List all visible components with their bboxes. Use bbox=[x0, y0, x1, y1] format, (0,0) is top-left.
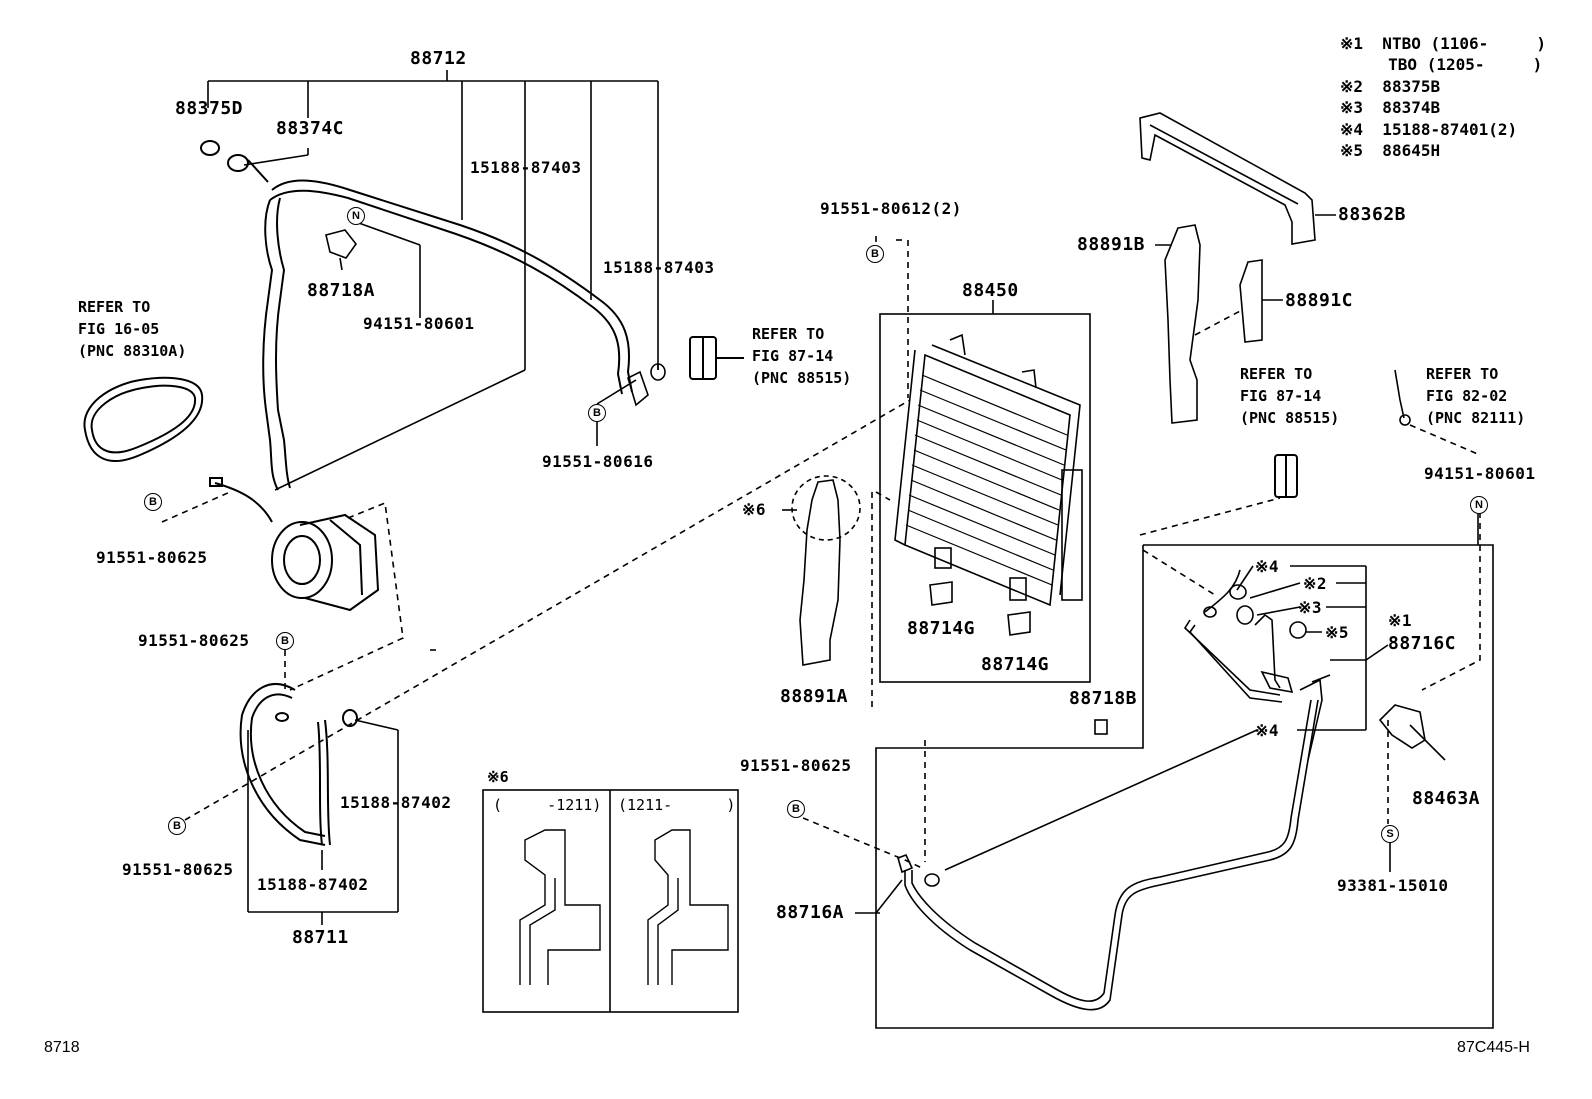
dashed-leaders-left bbox=[161, 399, 911, 821]
part-88716A[interactable]: 88716A bbox=[776, 902, 845, 923]
legend-1a: ※1 NTBO (1106- ) bbox=[1340, 34, 1547, 53]
part-88891C[interactable]: 88891C bbox=[1285, 290, 1354, 311]
hose-88711 bbox=[239, 683, 358, 846]
seal-88891A bbox=[782, 475, 873, 712]
seal-88891C bbox=[1194, 259, 1283, 343]
symbol-b-80616: B bbox=[588, 404, 606, 422]
ref-fig-87-14-b[interactable]: REFER TO FIG 87-14 (PNC 88515) bbox=[1240, 365, 1340, 427]
symbol-b-80612: B bbox=[866, 245, 884, 263]
symbol-b-bottom: B bbox=[168, 817, 186, 835]
pressure-switch bbox=[1394, 369, 1481, 456]
part-88463A[interactable]: 88463A bbox=[1412, 788, 1481, 809]
part-88362B[interactable]: 88362B bbox=[1338, 204, 1407, 225]
part-88450[interactable]: 88450 bbox=[962, 280, 1019, 301]
condenser bbox=[894, 333, 1083, 607]
bracket-88362B bbox=[1139, 112, 1336, 245]
part-88891B[interactable]: 88891B bbox=[1077, 234, 1146, 255]
part-88716C[interactable]: 88716C bbox=[1388, 633, 1457, 654]
bracket-88712 bbox=[207, 70, 659, 491]
part-91551-80625-c[interactable]: 91551-80625 bbox=[122, 860, 234, 879]
illustration-code: 87C445-H bbox=[1457, 1039, 1530, 1056]
mark-4-bottom: ※4 bbox=[1255, 721, 1280, 740]
part-15188-87402-a[interactable]: 15188-87402 bbox=[340, 793, 452, 812]
part-88714G-a[interactable]: 88714G bbox=[907, 618, 976, 639]
legend-1b: TBO (1205- ) bbox=[1340, 55, 1543, 74]
callout-leaders bbox=[944, 565, 1389, 871]
figure-number: 8718 bbox=[44, 1039, 80, 1056]
inset-title: ※6 bbox=[487, 768, 509, 786]
part-91551-80625-b[interactable]: 91551-80625 bbox=[138, 631, 250, 650]
symbol-n-top: N bbox=[347, 207, 365, 225]
symbol-n-right: N bbox=[1470, 496, 1488, 514]
bracket-88711 bbox=[247, 719, 399, 925]
bracket-88463A bbox=[1378, 704, 1446, 761]
mark-4-top: ※4 bbox=[1255, 557, 1280, 576]
expansion-valve-b bbox=[1274, 454, 1298, 498]
part-15188-87402-b[interactable]: 15188-87402 bbox=[257, 875, 369, 894]
dashed-leaders-right bbox=[802, 497, 1481, 869]
mark-3: ※3 bbox=[1298, 598, 1323, 617]
symbol-b-left: B bbox=[144, 493, 162, 511]
drive-belt bbox=[83, 376, 204, 462]
seal-88891B bbox=[1155, 224, 1201, 424]
part-15188-87403-b[interactable]: 15188-87403 bbox=[603, 258, 715, 277]
part-15188-87403-a[interactable]: 15188-87403 bbox=[470, 158, 582, 177]
part-91551-80612[interactable]: 91551-80612(2) bbox=[820, 199, 962, 218]
pipe-88716A bbox=[855, 699, 1319, 1011]
legend-2: ※2 88375B bbox=[1340, 77, 1441, 96]
part-88375D[interactable]: 88375D bbox=[175, 98, 244, 119]
clips-88714G bbox=[929, 581, 1031, 636]
expansion-valve-a bbox=[689, 336, 744, 380]
dashed-80612 bbox=[875, 236, 909, 501]
legend-3: ※3 88374B bbox=[1340, 98, 1441, 117]
part-93381-15010[interactable]: 93381-15010 bbox=[1337, 876, 1449, 895]
part-88712[interactable]: 88712 bbox=[410, 48, 467, 69]
inset-left-range: ( -1211) bbox=[493, 796, 602, 814]
part-88714G-b[interactable]: 88714G bbox=[981, 654, 1050, 675]
part-88891A[interactable]: 88891A bbox=[780, 686, 849, 707]
mark-5: ※5 bbox=[1325, 623, 1350, 642]
mark-2: ※2 bbox=[1303, 574, 1328, 593]
leader-80616 bbox=[596, 363, 666, 446]
mark-1: ※1 bbox=[1388, 611, 1413, 630]
symbol-s: S bbox=[1381, 825, 1399, 843]
part-94151-80601-b[interactable]: 94151-80601 bbox=[1424, 464, 1536, 483]
part-91551-80616[interactable]: 91551-80616 bbox=[542, 452, 654, 471]
pipe-88716C bbox=[1183, 569, 1331, 761]
hose-88712 bbox=[200, 140, 633, 491]
part-88374C[interactable]: 88374C bbox=[276, 118, 345, 139]
symbol-b-mid: B bbox=[276, 632, 294, 650]
ref-fig-87-14-a[interactable]: REFER TO FIG 87-14 (PNC 88515) bbox=[752, 325, 852, 387]
inset-right-range: (1211- ) bbox=[618, 796, 736, 814]
symbol-b-lower: B bbox=[787, 800, 805, 818]
ref-fig-16-05[interactable]: REFER TO FIG 16-05 (PNC 88310A) bbox=[78, 298, 187, 360]
ref-fig-82-02[interactable]: REFER TO FIG 82-02 (PNC 82111) bbox=[1426, 365, 1526, 427]
legend-4: ※4 15188-87401(2) bbox=[1340, 120, 1518, 139]
mark-6-callout: ※6 bbox=[742, 500, 767, 519]
part-91551-80625-a[interactable]: 91551-80625 bbox=[96, 548, 208, 567]
part-88718A[interactable]: 88718A bbox=[307, 280, 376, 301]
part-88711[interactable]: 88711 bbox=[292, 927, 349, 948]
part-94151-80601-a[interactable]: 94151-80601 bbox=[363, 314, 475, 333]
clip-88718B bbox=[1094, 719, 1108, 735]
lower-box bbox=[875, 544, 1494, 1029]
part-88718B[interactable]: 88718B bbox=[1069, 688, 1138, 709]
part-91551-80625-d[interactable]: 91551-80625 bbox=[740, 756, 852, 775]
legend-5: ※5 88645H bbox=[1340, 141, 1441, 160]
inset-88891A bbox=[482, 789, 739, 1013]
clip-88718A bbox=[325, 221, 421, 318]
condenser-box bbox=[879, 313, 1091, 683]
compressor bbox=[209, 477, 380, 612]
